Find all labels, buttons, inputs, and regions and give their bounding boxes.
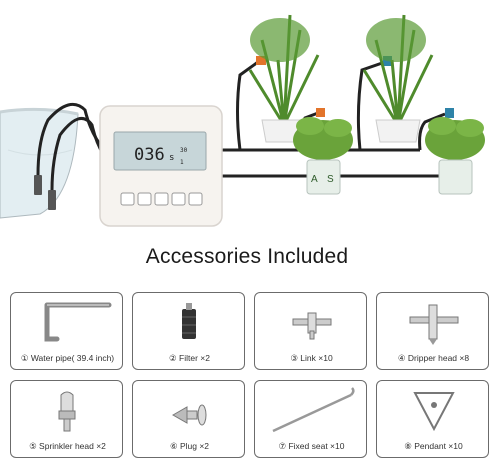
- accessory-card: ② Filter ×2: [132, 292, 245, 370]
- lcd-unit: s: [169, 153, 174, 163]
- sprinkler-head-icon: [58, 391, 76, 432]
- device-buttons: [120, 192, 203, 206]
- accessory-caption: ① Water pipe( 39.4 inch): [20, 353, 115, 363]
- orange-nozzle: [316, 108, 325, 117]
- accessory-caption: ② Filter ×2: [169, 353, 210, 363]
- accessory-caption: ④ Dripper head ×8: [397, 353, 470, 363]
- accessory-card: ④ Dripper head ×8: [376, 292, 489, 370]
- palm-plant-right: [362, 14, 434, 143]
- accessory-card: ① Water pipe( 39.4 inch): [10, 292, 123, 370]
- bent-pipe-icon: [44, 302, 112, 342]
- controller-device: 036 s 30 1: [99, 105, 223, 227]
- accessory-caption: ⑥ Plug ×2: [169, 441, 210, 451]
- lcd-small-b: 1: [180, 159, 184, 166]
- plug-icon: [171, 404, 207, 426]
- filter-stone: [48, 190, 56, 210]
- jar-label-s: S: [327, 174, 334, 185]
- product-hero-image: 036 s 30 1 A S: [0, 14, 485, 227]
- filter-icon: [182, 303, 196, 339]
- accessory-caption: ⑦ Fixed seat ×10: [278, 441, 345, 451]
- filter-stone: [34, 175, 42, 195]
- link-tee-icon: [292, 312, 332, 340]
- accessory-card: ⑤ Sprinkler head ×2: [10, 380, 123, 458]
- lcd-main-readout: 036: [134, 145, 165, 165]
- dripper-head-icon: [409, 304, 459, 345]
- lcd-small-a: 30: [180, 147, 188, 154]
- blue-nozzle: [445, 108, 454, 118]
- accessory-caption: ⑤ Sprinkler head ×2: [29, 441, 106, 451]
- accessory-caption: ⑧ Pendant ×10: [404, 441, 463, 451]
- accessory-card: ⑥ Plug ×2: [132, 380, 245, 458]
- jar-label-a: A: [311, 174, 318, 185]
- pothos-plant-right: [425, 117, 485, 195]
- pendant-icon: [413, 392, 455, 432]
- accessories-heading: Accessories Included: [145, 245, 349, 268]
- accessory-card: ⑧ Pendant ×10: [376, 380, 489, 458]
- accessory-caption: ③ Link ×10: [290, 353, 333, 363]
- accessory-card: ⑦ Fixed seat ×10: [254, 380, 367, 458]
- pothos-plant-left: A S: [293, 117, 353, 195]
- accessory-card: ③ Link ×10: [254, 292, 367, 370]
- fixed-seat-icon: [272, 387, 355, 433]
- orange-nozzle: [256, 56, 266, 65]
